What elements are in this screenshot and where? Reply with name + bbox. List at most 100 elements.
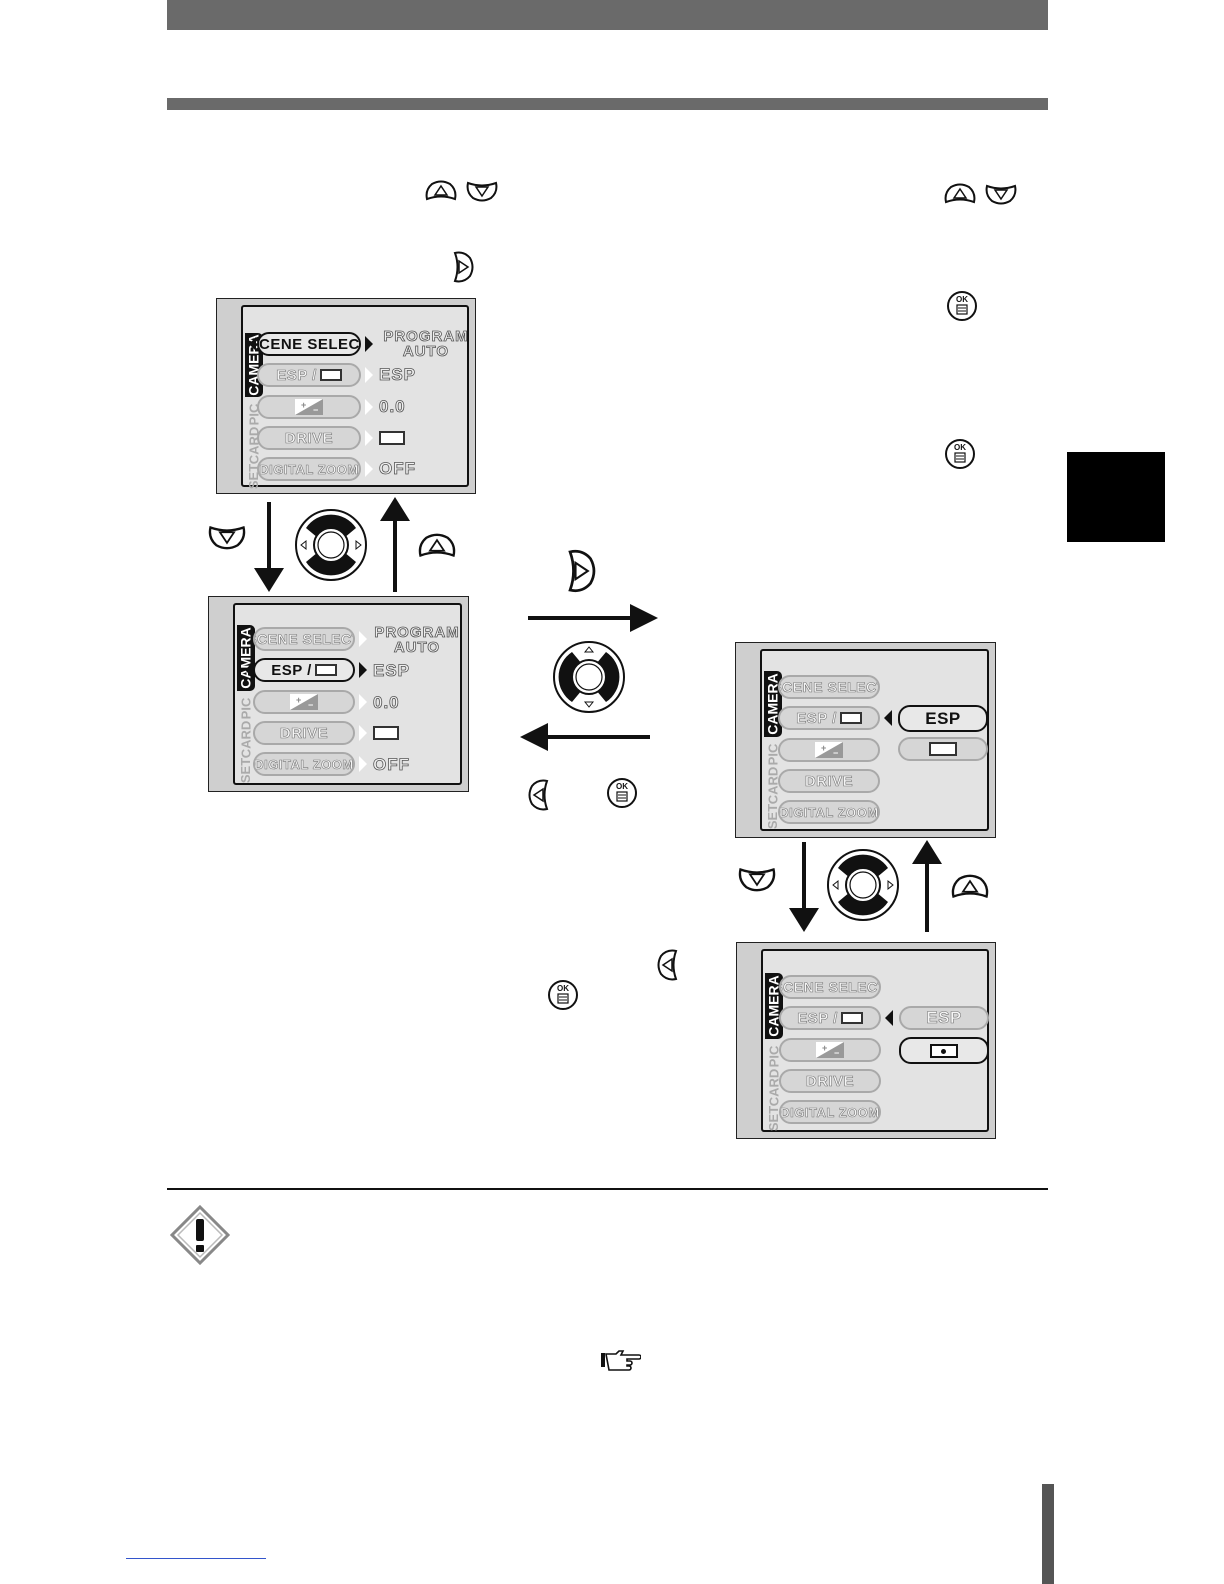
ok-button-icon: OK <box>548 980 578 1010</box>
ok-button-icon: OK <box>945 439 975 469</box>
svg-text:−: − <box>313 405 319 415</box>
arrow-down-head <box>254 568 284 592</box>
arrow-pad-icon <box>295 509 367 581</box>
arrow-indicator <box>365 461 373 477</box>
arrow-indicator <box>359 631 367 647</box>
menu-item-esp[interactable]: ESP / <box>778 706 880 730</box>
submenu-option-spot[interactable] <box>899 1037 989 1064</box>
value-zoom: OFF <box>379 459 416 479</box>
selection-marker <box>884 710 892 726</box>
selection-marker <box>245 663 252 677</box>
submenu-option-esp[interactable]: ESP <box>898 705 988 732</box>
side-tabs: CAMERA PIC CARD SET <box>235 605 257 783</box>
up-button-icon <box>951 874 989 899</box>
menu-item-drive[interactable]: DRIVE <box>257 426 361 450</box>
menu-item-exposure[interactable]: +− <box>253 690 355 714</box>
arrow-left-shaft <box>546 735 650 739</box>
arrow-up-shaft <box>393 520 397 592</box>
svg-text:OK: OK <box>954 443 966 452</box>
arrow-pad-icon <box>553 641 625 713</box>
header-bar-bottom <box>167 98 1048 110</box>
arrow-indicator <box>365 399 373 415</box>
side-tabs: CAMERA PIC CARD SET <box>762 651 784 829</box>
menu-screen-3: CAMERA PIC CARD SET SCENE SELECT ESP / +… <box>735 642 996 838</box>
svg-text:+: + <box>822 1043 828 1053</box>
ok-button-icon: OK <box>947 291 977 321</box>
right-button-icon <box>453 251 474 283</box>
menu-item-digital-zoom[interactable]: DIGITAL ZOOM <box>778 800 880 824</box>
arrow-down-head <box>789 908 819 932</box>
exposure-compensation-icon: +− <box>295 399 323 415</box>
menu-panel: CAMERA PIC CARD SET SCENE SELECT ESP / +… <box>760 649 989 831</box>
menu-item-esp[interactable]: ESP / <box>257 363 361 387</box>
arrow-up-head <box>912 840 942 864</box>
menu-item-digital-zoom[interactable]: DIGITAL ZOOM <box>257 457 361 481</box>
value-zoom: OFF <box>373 755 410 775</box>
svg-text:−: − <box>833 748 839 758</box>
arrow-indicator <box>359 694 367 710</box>
arrow-up-head <box>380 497 410 521</box>
arrow-down-shaft <box>267 502 271 572</box>
arrow-indicator <box>359 725 367 741</box>
menu-item-exposure[interactable]: +− <box>257 395 361 419</box>
header-bar-top <box>167 0 1048 30</box>
submenu-option-spot[interactable] <box>898 737 988 761</box>
menu-item-scene-select[interactable]: SCENE SELECT <box>778 675 880 699</box>
spot-metering-icon <box>929 742 957 756</box>
value-esp: ESP <box>373 661 411 681</box>
tab-camera: CAMERA <box>764 671 782 737</box>
chapter-tab-block <box>1067 452 1165 542</box>
menu-item-exposure[interactable]: +− <box>778 738 880 762</box>
exposure-compensation-icon: +− <box>815 742 843 758</box>
svg-text:−: − <box>834 1048 840 1058</box>
arrow-down-shaft <box>802 842 806 912</box>
submenu-option-esp[interactable]: ESP <box>899 1006 989 1030</box>
menu-item-digital-zoom[interactable]: DIGITAL ZOOM <box>253 752 355 776</box>
note-separator <box>167 1188 1048 1190</box>
tab-camera: CAMERA <box>237 625 255 691</box>
ok-button-icon: OK <box>607 778 637 808</box>
svg-text:−: − <box>308 700 314 710</box>
menu-screen-4: CAMERA PIC CARD SET SCENE SELECT ESP / +… <box>736 942 996 1139</box>
arrow-indicator <box>365 336 373 352</box>
tab-camera: CAMERA <box>765 973 783 1039</box>
menu-item-scene-select[interactable]: SCENE SELECT <box>257 332 361 356</box>
menu-panel: CAMERA PIC CARD SET SCENE SELECT ESP / +… <box>761 949 989 1132</box>
arrow-up-shaft <box>925 862 929 932</box>
arrow-right-shaft <box>528 616 632 620</box>
menu-item-exposure[interactable]: +− <box>779 1038 881 1062</box>
arrow-indicator <box>359 662 367 678</box>
selection-marker <box>885 1010 893 1026</box>
menu-panel: CAMERA PIC CARD SET SCENE SELECT ESP / +… <box>233 603 462 785</box>
drive-single-icon <box>373 726 399 740</box>
left-button-icon <box>657 949 678 981</box>
svg-text:+: + <box>296 695 302 705</box>
svg-text:+: + <box>301 400 307 410</box>
menu-item-scene-select[interactable]: SCENE SELECT <box>779 975 881 999</box>
menu-item-digital-zoom[interactable]: DIGITAL ZOOM <box>779 1100 881 1124</box>
caution-icon <box>170 1205 230 1265</box>
left-button-icon <box>528 779 549 811</box>
arrow-indicator <box>365 367 373 383</box>
up-button-icon <box>425 180 457 201</box>
arrow-left-head <box>520 723 548 751</box>
up-button-icon <box>944 183 976 204</box>
value-exposure: 0.0 <box>373 693 400 713</box>
svg-text:OK: OK <box>616 782 628 791</box>
menu-item-drive[interactable]: DRIVE <box>253 721 355 745</box>
menu-item-scene-select[interactable]: SCENE SELECT <box>253 627 355 651</box>
svg-text:OK: OK <box>956 295 968 304</box>
menu-screen-2: CAMERA PIC CARD SET SCENE SELECT ESP / +… <box>208 596 469 792</box>
menu-item-drive[interactable]: DRIVE <box>778 769 880 793</box>
svg-text:OK: OK <box>557 984 569 993</box>
pointing-hand-icon <box>601 1350 641 1371</box>
menu-item-drive[interactable]: DRIVE <box>779 1069 881 1093</box>
menu-item-esp[interactable]: ESP / <box>779 1006 881 1030</box>
spot-metering-icon <box>930 1043 958 1058</box>
menu-screen-1: CAMERA PIC CARD SET SCENE SELECT ESP / +… <box>216 298 476 494</box>
menu-item-esp[interactable]: ESP / <box>253 658 355 682</box>
drive-single-icon <box>379 431 405 445</box>
exposure-compensation-icon: +− <box>816 1042 844 1058</box>
